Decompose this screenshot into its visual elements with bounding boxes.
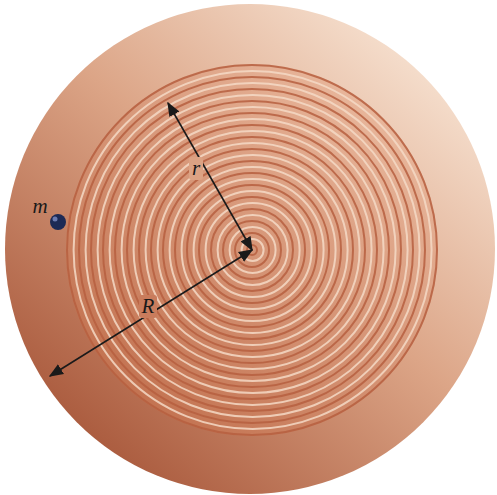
ring <box>242 239 264 261</box>
ring <box>194 191 312 309</box>
ring <box>146 143 360 357</box>
ring <box>218 215 288 285</box>
mass-highlight <box>53 217 58 222</box>
ring <box>206 203 300 297</box>
radius-label: r <box>189 157 203 180</box>
mass-label: m <box>29 195 50 218</box>
ring <box>230 227 276 273</box>
ring <box>158 155 348 345</box>
ring <box>74 71 432 429</box>
ring <box>86 83 420 417</box>
ring <box>134 131 372 369</box>
outer-disk <box>5 4 495 494</box>
ring <box>98 95 408 405</box>
ring <box>182 179 324 321</box>
ring <box>170 167 336 333</box>
inner-radius-arrow <box>168 103 252 250</box>
outer-radius-arrow <box>50 250 252 376</box>
ring <box>122 119 384 381</box>
ring <box>110 107 396 393</box>
mass-ball <box>50 214 66 230</box>
radius-label: R <box>139 295 158 318</box>
